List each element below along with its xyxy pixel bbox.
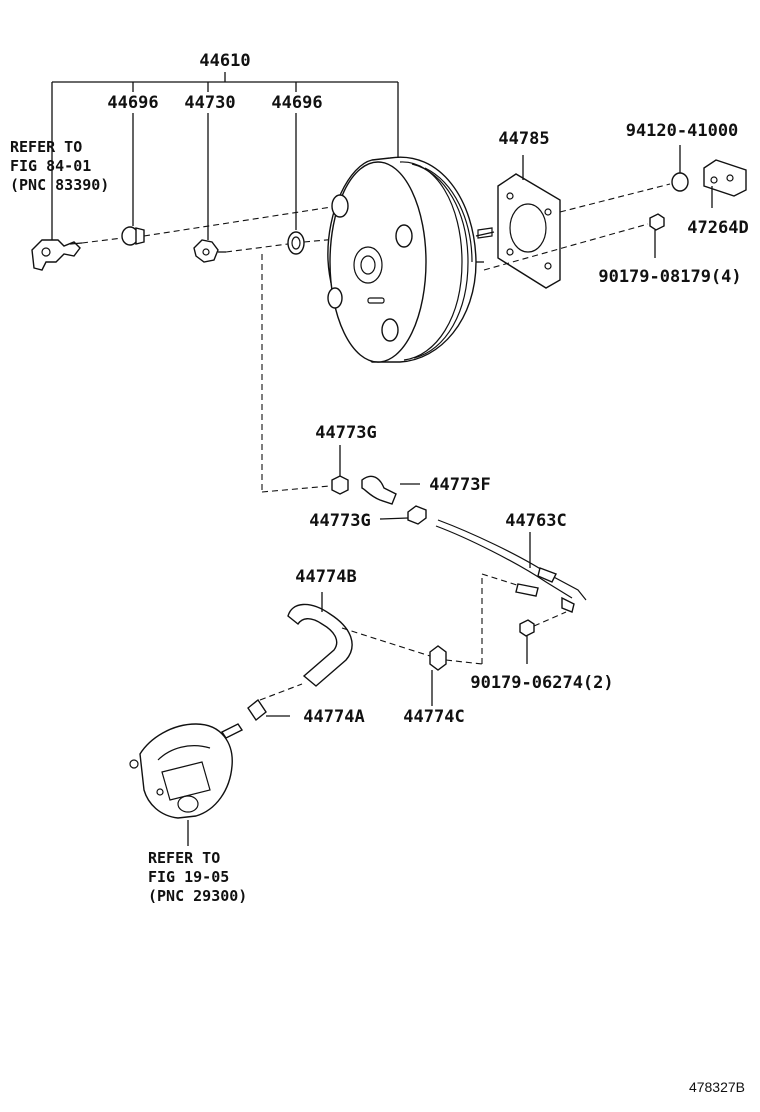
ref1-line2: FIG 84-01: [10, 157, 91, 175]
drawing-code: 478327B: [689, 1079, 745, 1095]
nut-pipe-part: [519, 611, 567, 664]
ref1-line3: (PNC 83390): [10, 176, 109, 194]
hose-short-part: [361, 475, 420, 505]
clip-lower-part: [379, 505, 427, 525]
label-nut-bracket: 90179-08179(4): [598, 267, 741, 287]
vacuum-pump-part: [129, 723, 244, 846]
label-check-valve: 44730: [184, 93, 235, 113]
ref2-line3: (PNC 29300): [148, 887, 247, 905]
label-clip-lower: 44773G: [309, 511, 370, 531]
clamp-a-part: [247, 698, 290, 722]
label-pipe: 44763C: [505, 511, 566, 531]
label-hose-long: 44774B: [295, 567, 356, 587]
check-valve-part: [193, 239, 226, 263]
label-clamp-c: 44774C: [403, 707, 464, 727]
brake-booster-part: [327, 156, 495, 363]
label-booster-assy: 44610: [199, 51, 250, 71]
assembly-lines-lower: [259, 573, 521, 701]
grommet-left-part: [121, 226, 145, 246]
ref2-line2: FIG 19-05: [148, 868, 229, 886]
ref1-line1: REFER TO: [10, 138, 82, 156]
label-grommet-right: 44696: [271, 93, 322, 113]
label-nut-top: 94120-41000: [626, 121, 739, 141]
hose-long-part: [287, 592, 353, 687]
assembly-lines-top: [81, 205, 371, 493]
label-bracket: 47264D: [687, 218, 748, 238]
ref2-line1: REFER TO: [148, 849, 220, 867]
label-clamp-a: 44774A: [303, 707, 364, 727]
grommet-right-part: [287, 231, 305, 255]
clip-upper-part: [331, 445, 349, 495]
label-gasket: 44785: [498, 129, 549, 149]
connector-part: [31, 239, 83, 271]
bracket-part: [703, 159, 747, 208]
label-clip-upper: 44773G: [315, 423, 376, 443]
label-nut-pipe: 90179-06274(2): [470, 673, 613, 693]
assembly-lines-right: [483, 183, 671, 271]
pipe-part: [435, 519, 587, 613]
label-grommet-left: 44696: [107, 93, 158, 113]
label-hose-short: 44773F: [429, 475, 490, 495]
nut-top-part: [671, 145, 689, 192]
clamp-c-part: [429, 645, 447, 706]
booster-assy-bracket: [51, 72, 399, 240]
gasket-part: [497, 155, 561, 289]
nut-bracket-part: [649, 213, 665, 258]
